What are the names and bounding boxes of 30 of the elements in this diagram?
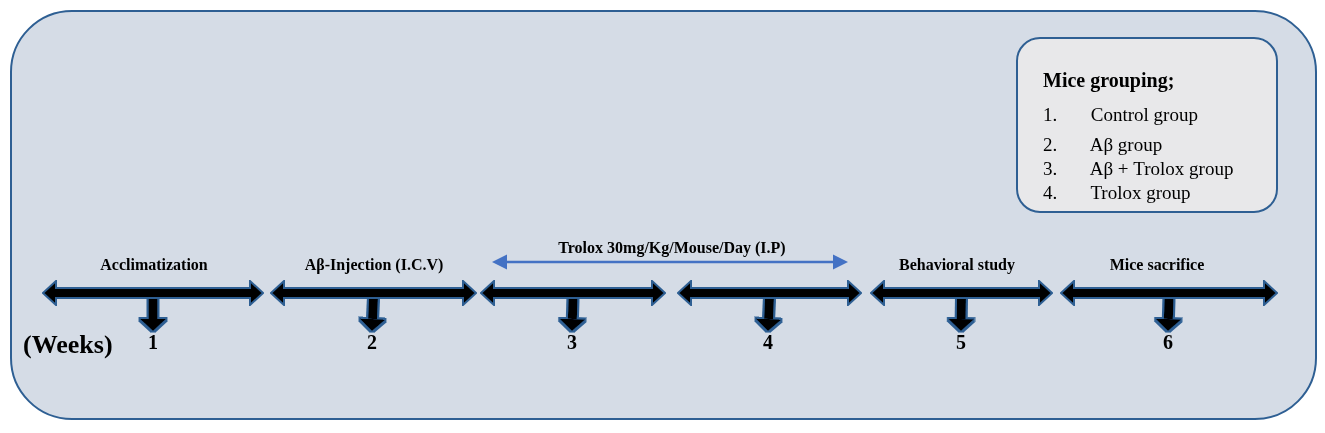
- down-arrow: [559, 297, 586, 332]
- week-number: 1: [148, 331, 158, 353]
- timeline-segment: [677, 280, 862, 306]
- list-item: 3. Aβ + Trolox group: [1043, 158, 1234, 180]
- unit-label: (Weeks): [23, 331, 113, 359]
- dose-label: Trolox 30mg/Kg/Mouse/Day (I.P): [558, 238, 786, 258]
- phase-label: Behavioral study: [899, 255, 1015, 275]
- week-number: 3: [567, 331, 577, 353]
- list-item: 1. Control group: [1043, 104, 1198, 126]
- timeline-segment: [42, 280, 264, 306]
- phase-label: Aβ-Injection (I.C.V): [304, 255, 444, 275]
- list-item: 2. Aβ group: [1043, 134, 1163, 156]
- down-arrow: [948, 297, 975, 332]
- week-number: 5: [956, 331, 966, 353]
- info-box: [1016, 37, 1278, 213]
- week-number: 2: [367, 331, 377, 353]
- down-arrow: [359, 297, 386, 332]
- timeline-segment: [870, 280, 1053, 306]
- box-heading: Mice grouping;: [1043, 69, 1175, 91]
- down-arrow: [1155, 297, 1182, 332]
- list-item: 4. Trolox group: [1043, 182, 1191, 204]
- phase-label: Mice sacrifice: [1109, 255, 1205, 275]
- timeline-segment: [1060, 280, 1278, 306]
- timeline-segment: [270, 280, 477, 306]
- week-number: 4: [763, 331, 773, 353]
- phase-label: Acclimatization: [100, 255, 208, 275]
- down-arrow: [755, 297, 782, 332]
- week-number: 6: [1163, 331, 1173, 353]
- down-arrow: [140, 298, 166, 331]
- timeline-segment: [480, 280, 666, 306]
